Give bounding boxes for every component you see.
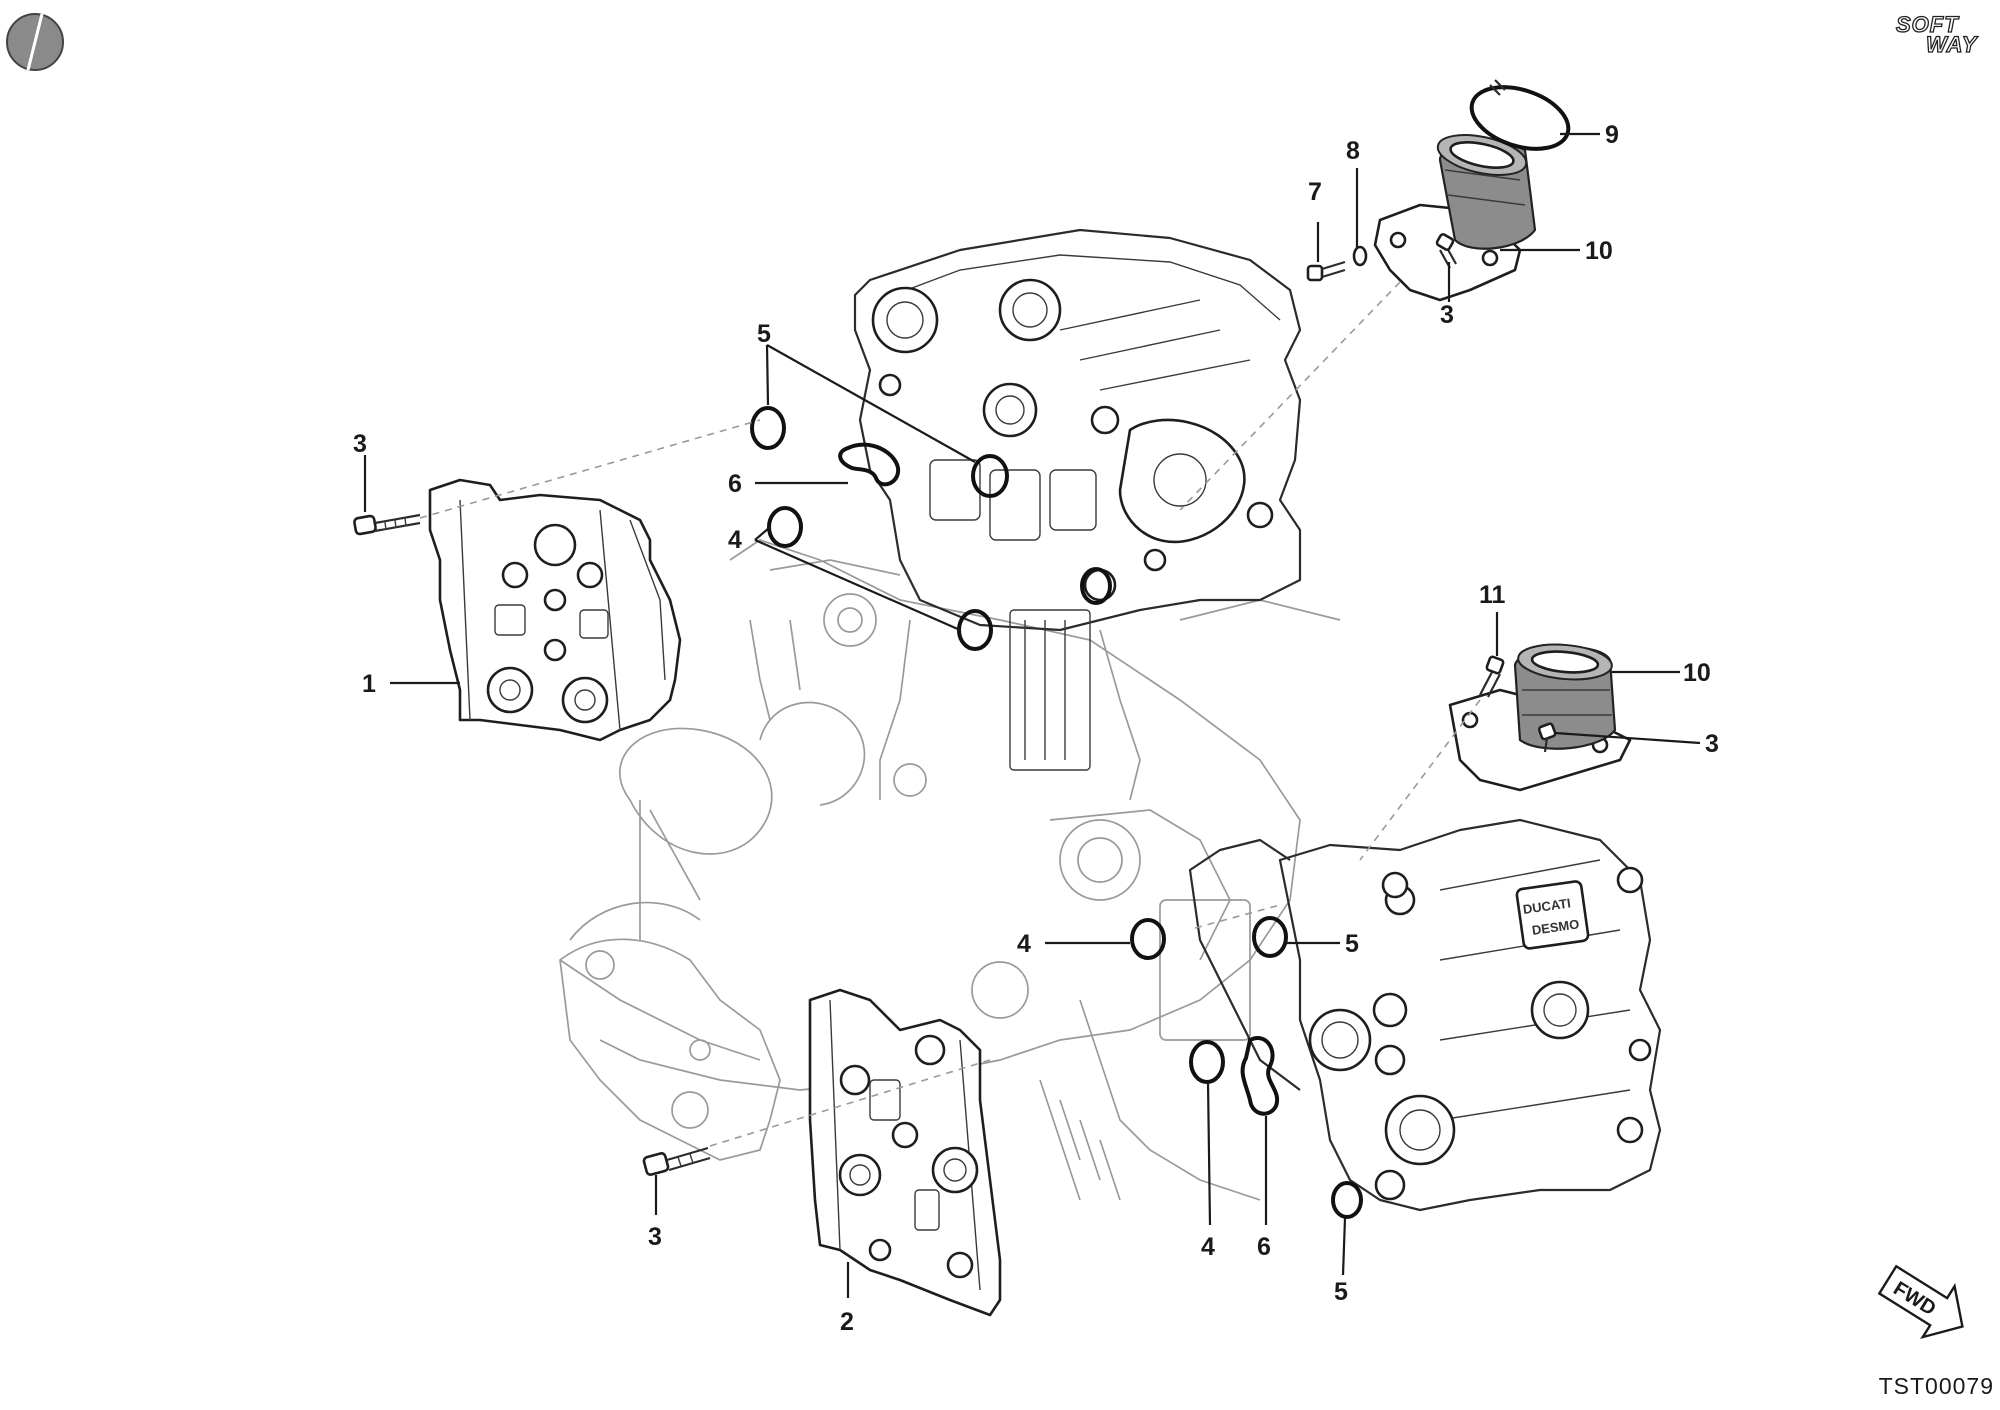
callout-4-middle: 4 [1017, 930, 1031, 958]
washer-8 [1352, 245, 1368, 267]
callout-5-middle: 5 [1345, 930, 1359, 958]
upper-cylinder-head [749, 228, 1302, 801]
callout-6-lower: 6 [1257, 1233, 1271, 1261]
callout-7: 7 [1308, 178, 1322, 206]
o-ring-4d [1189, 1040, 1225, 1084]
forward-direction-arrow-icon: FWD [1877, 1264, 1964, 1340]
screw-3-lower-manifold [1537, 722, 1557, 753]
o-ring-5a [750, 406, 786, 450]
leader-lines [363, 132, 1701, 1298]
o-ring-5c [1252, 916, 1288, 958]
callout-5-upper: 5 [757, 320, 771, 348]
callout-10-upper: 10 [1585, 237, 1613, 265]
callout-9: 9 [1605, 121, 1619, 149]
screw-3-upper-left [353, 513, 421, 536]
screw-7 [1306, 260, 1346, 282]
callout-1: 1 [362, 670, 376, 698]
svg-text:DESMO: DESMO [1531, 916, 1580, 937]
callout-6-upper: 6 [728, 470, 742, 498]
callout-11: 11 [1479, 581, 1506, 609]
lower-cylinder-head: DUCATI DESMO [1188, 818, 1662, 1212]
callout-3-upper-left: 3 [353, 430, 367, 458]
callout-4-upper: 4 [728, 526, 742, 554]
callout-2: 2 [840, 1308, 854, 1336]
callout-10-lower: 10 [1683, 659, 1711, 687]
o-ring-5b [971, 454, 1009, 498]
screws [353, 233, 1557, 1176]
screw-3-upper-manifold [1435, 233, 1457, 269]
screw-11 [1479, 655, 1505, 698]
o-ring-4b [957, 609, 993, 651]
document-code: TST00079 [1878, 1373, 1994, 1399]
support-bracket-outline [559, 800, 781, 1161]
callout-5-lower: 5 [1334, 1278, 1348, 1306]
callout-3-lower-left: 3 [648, 1223, 662, 1251]
o-rings [750, 406, 1363, 1219]
brand-logo-top: SOFT [1895, 11, 1959, 37]
upper-timing-cover [428, 478, 682, 742]
corner-badge-icon [6, 13, 64, 71]
brand-logo: SOFT WAY [1888, 10, 1988, 58]
screw-3-lower-left [642, 1146, 711, 1176]
lower-timing-cover [808, 988, 1002, 1317]
seal-upper-head [1080, 567, 1112, 605]
o-ring-5d [1331, 1181, 1363, 1219]
brand-logo-bottom: WAY [1925, 31, 1978, 57]
o-ring-4a [767, 506, 803, 548]
assembly-axes [419, 281, 1481, 1147]
svg-text:DUCATI: DUCATI [1522, 895, 1572, 917]
callout-3-upper-manifold: 3 [1440, 301, 1454, 329]
callout-4-lower: 4 [1201, 1233, 1215, 1261]
callout-8: 8 [1346, 137, 1360, 165]
engine-block-outline [559, 539, 1341, 1201]
callout-numbers: 3 1 5 6 4 7 8 9 10 3 11 10 3 4 5 3 2 4 6… [353, 121, 1719, 1336]
callout-3-lower-manifold: 3 [1705, 730, 1719, 758]
figure-eight-gaskets [838, 442, 1280, 1116]
lower-intake-manifold [1448, 643, 1632, 792]
upper-intake-manifold [1373, 134, 1537, 302]
o-ring-4c [1130, 918, 1166, 960]
